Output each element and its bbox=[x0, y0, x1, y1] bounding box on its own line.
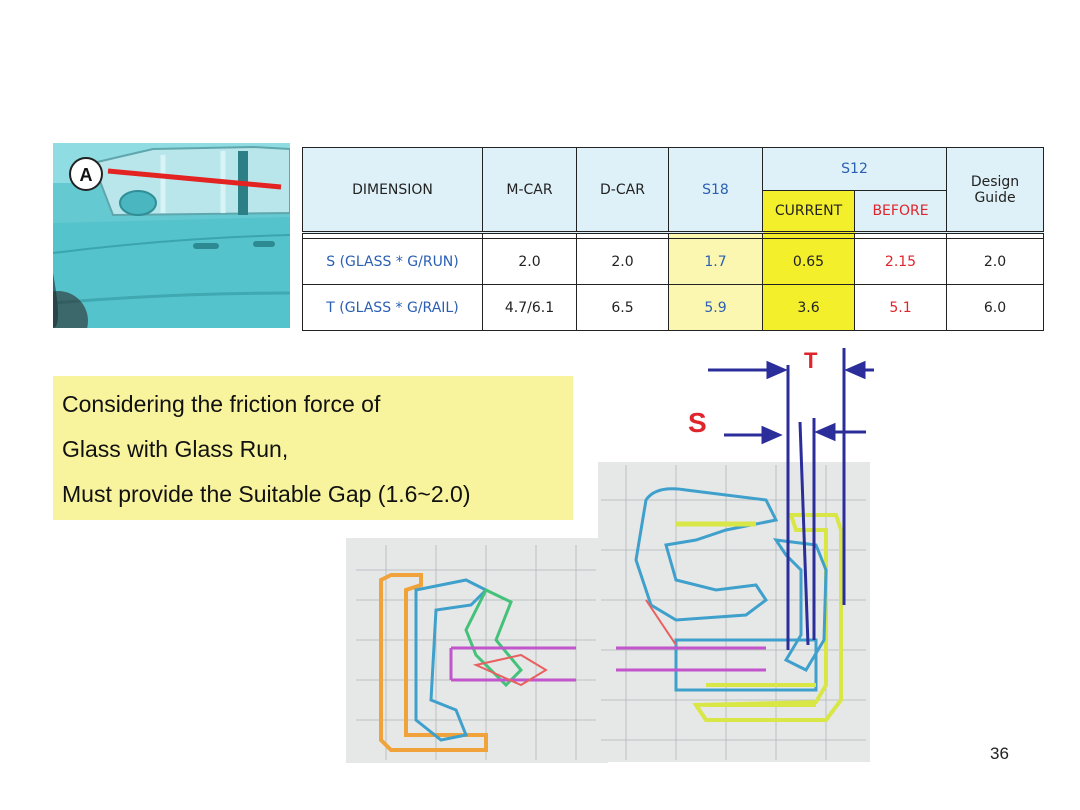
row-s-m-car: 2.0 bbox=[482, 238, 577, 285]
header-m-car: M-CAR bbox=[482, 147, 577, 233]
note-line-3: Must provide the Suitable Gap (1.6~2.0) bbox=[62, 481, 471, 507]
row-s-dimension: S (GLASS * G/RUN) bbox=[302, 238, 483, 285]
page-number: 36 bbox=[990, 744, 1009, 763]
note-box: Considering the friction force of Glass … bbox=[53, 376, 573, 520]
glass-run-section-drawing: T S bbox=[346, 348, 946, 763]
gap-label-s: S bbox=[688, 407, 707, 438]
car-door-illustration: A bbox=[53, 143, 290, 328]
gap-dimension-table: DIMENSION M-CAR D-CAR S18 S12 Design Gui… bbox=[302, 147, 1045, 331]
header-s12: S12 bbox=[761, 147, 948, 191]
row-t-s18: 5.9 bbox=[668, 284, 763, 331]
header-before: BEFORE bbox=[853, 190, 948, 233]
note-line-2: Glass with Glass Run, bbox=[62, 436, 289, 462]
row-s-design-guide: 2.0 bbox=[946, 238, 1045, 285]
table-row: T (GLASS * G/RAIL) 4.7/6.1 6.5 5.9 3.6 5… bbox=[302, 284, 1045, 331]
header-current: CURRENT bbox=[762, 190, 855, 233]
header-d-car: D-CAR bbox=[576, 147, 669, 233]
section-line-marker bbox=[107, 168, 282, 190]
row-t-before: 5.1 bbox=[853, 284, 948, 331]
row-t-current: 3.6 bbox=[762, 284, 855, 331]
gap-label-t: T bbox=[804, 348, 818, 373]
row-s-before: 2.15 bbox=[853, 238, 948, 285]
row-t-m-car: 4.7/6.1 bbox=[482, 284, 577, 331]
car-photo: A bbox=[53, 143, 290, 328]
header-design-guide-line1: Design bbox=[970, 173, 1020, 190]
marker-circle bbox=[69, 157, 103, 191]
note-line-1: Considering the friction force of bbox=[62, 391, 381, 417]
row-s-s18: 1.7 bbox=[668, 238, 763, 285]
header-design-guide-line2: Guide bbox=[974, 189, 1016, 206]
row-t-dimension: T (GLASS * G/RAIL) bbox=[302, 284, 483, 331]
header-design-guide: Design Guide bbox=[946, 147, 1045, 233]
header-s18: S18 bbox=[668, 147, 763, 233]
row-t-d-car: 6.5 bbox=[576, 284, 669, 331]
header-dimension: DIMENSION bbox=[302, 147, 483, 233]
row-t-design-guide: 6.0 bbox=[946, 284, 1045, 331]
cross-section-diagram: T S bbox=[346, 340, 946, 765]
marker-label: A bbox=[80, 165, 93, 185]
table-row: S (GLASS * G/RUN) 2.0 2.0 1.7 0.65 2.15 … bbox=[302, 238, 1045, 285]
row-s-current: 0.65 bbox=[762, 238, 855, 285]
row-s-d-car: 2.0 bbox=[576, 238, 669, 285]
